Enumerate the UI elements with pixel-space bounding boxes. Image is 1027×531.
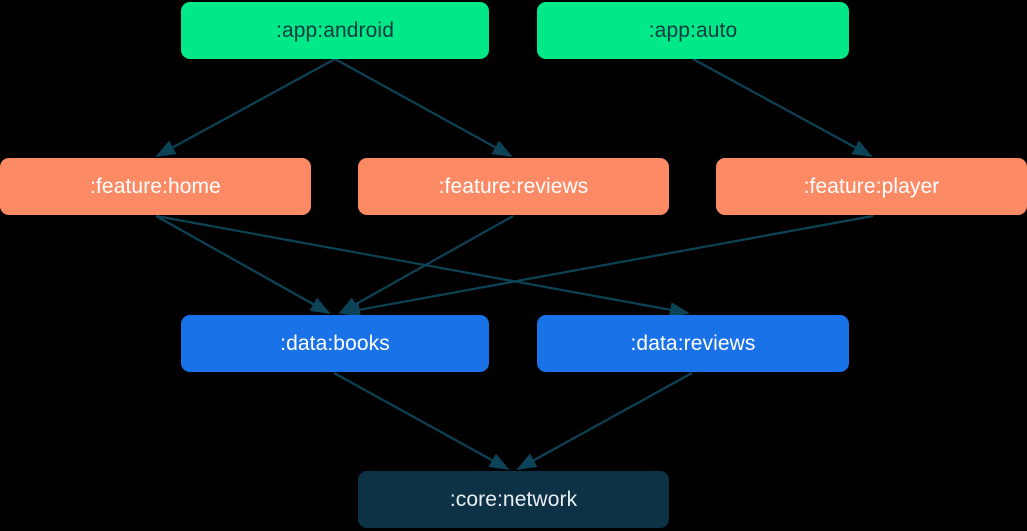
node-app-auto[interactable]: :app:auto xyxy=(537,2,849,59)
node-data-reviews[interactable]: :data:reviews xyxy=(537,315,849,372)
edge-feature-home-to-data-books xyxy=(155,215,331,314)
node-label-feature-player: :feature:player xyxy=(803,175,940,198)
node-label-app-android: :app:android xyxy=(276,19,394,42)
node-label-app-auto: :app:auto xyxy=(648,19,738,42)
edge-data-reviews-to-core-network xyxy=(516,372,693,470)
node-label-data-books: :data:books xyxy=(280,332,390,355)
node-label-feature-home: :feature:home xyxy=(90,175,221,198)
node-core-network[interactable]: :core:network xyxy=(358,471,669,528)
node-label-feature-reviews: :feature:reviews xyxy=(438,175,589,198)
edge-app-android-to-feature-home xyxy=(155,58,336,157)
node-label-data-reviews: :data:reviews xyxy=(630,332,756,355)
node-feature-reviews[interactable]: :feature:reviews xyxy=(358,158,669,215)
edge-data-books-to-core-network xyxy=(333,372,510,470)
edge-feature-player-to-data-books xyxy=(340,214,874,318)
edge-group xyxy=(155,58,874,470)
edge-feature-reviews-to-data-books xyxy=(338,215,514,314)
node-app-android[interactable]: :app:android xyxy=(181,2,489,59)
edge-app-android-to-feature-reviews xyxy=(334,58,513,157)
node-data-books[interactable]: :data:books xyxy=(181,315,489,372)
edge-feature-home-to-data-reviews xyxy=(155,214,690,318)
node-label-core-network: :core:network xyxy=(449,488,578,511)
edge-app-auto-to-feature-player xyxy=(692,58,873,157)
node-feature-home[interactable]: :feature:home xyxy=(0,158,311,215)
node-feature-player[interactable]: :feature:player xyxy=(716,158,1027,215)
